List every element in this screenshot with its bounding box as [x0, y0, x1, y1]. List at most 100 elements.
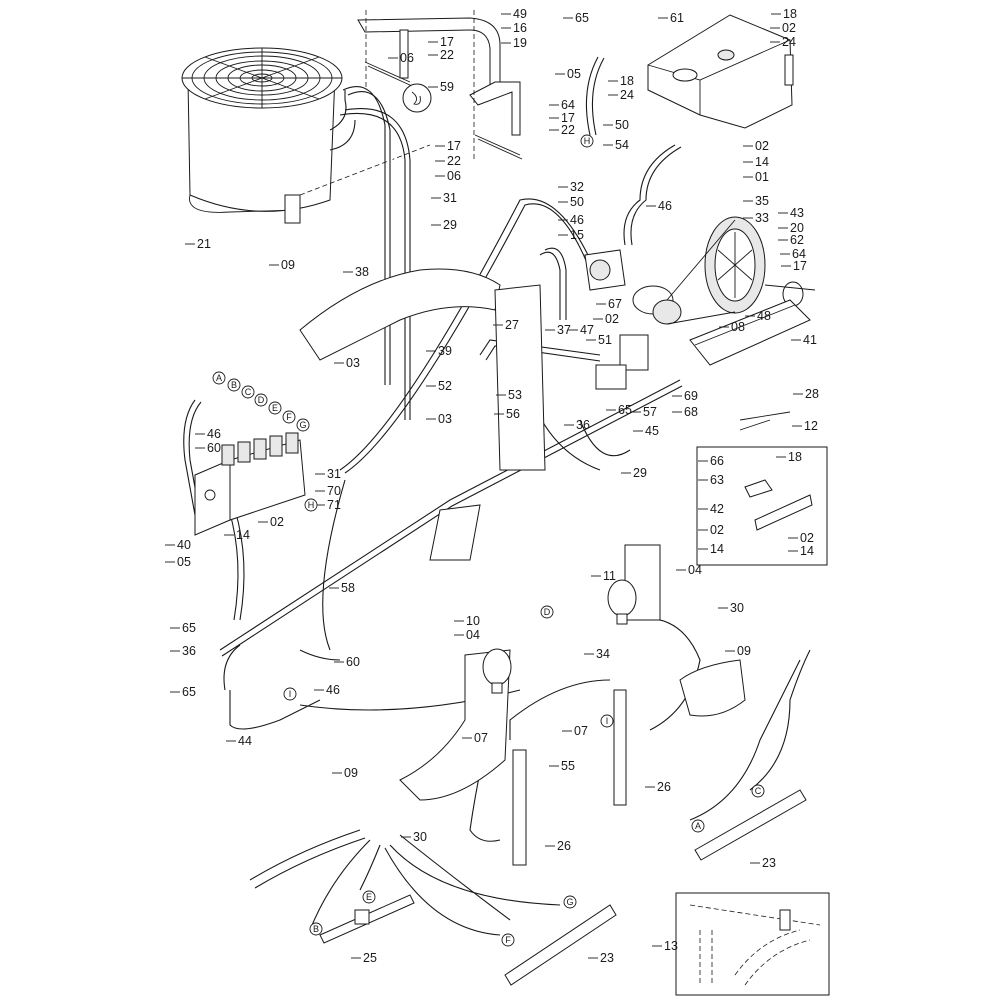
callout-61: 61 [670, 11, 684, 25]
marker-circle [600, 714, 614, 728]
callout-09: 09 [281, 258, 295, 272]
connection-marker-e: E [268, 401, 282, 415]
callout-60: 60 [207, 441, 221, 455]
connection-marker-f: F [501, 933, 515, 947]
connection-marker-h: H [304, 498, 318, 512]
callout-65: 65 [575, 11, 589, 25]
callout-24: 24 [782, 35, 796, 49]
callout-02: 02 [270, 515, 284, 529]
marker-letter: E [366, 892, 372, 902]
callout-49: 49 [513, 7, 527, 21]
callout-10: 10 [466, 614, 480, 628]
callout-41: 41 [803, 333, 817, 347]
callout-54: 54 [615, 138, 629, 152]
inset-detail-box-13 [675, 892, 830, 996]
callout-05: 05 [567, 67, 581, 81]
marker-circle [227, 378, 241, 392]
callout-36: 36 [182, 644, 196, 658]
marker-circle [540, 605, 554, 619]
cylinders [319, 689, 807, 986]
callout-66: 66 [710, 454, 724, 468]
callout-07: 07 [474, 731, 488, 745]
callout-01: 01 [755, 170, 769, 184]
marker-letter: B [313, 924, 319, 934]
marker-letter: C [245, 387, 252, 397]
marker-letter: H [308, 500, 315, 510]
callout-04: 04 [688, 563, 702, 577]
callout-59: 59 [440, 80, 454, 94]
marker-circle [501, 933, 515, 947]
callout-64: 64 [792, 247, 806, 261]
connection-marker-i: I [283, 687, 297, 701]
marker-letter: D [544, 607, 551, 617]
callout-05: 05 [177, 555, 191, 569]
callout-09: 09 [344, 766, 358, 780]
callout-18: 18 [788, 450, 802, 464]
callout-58: 58 [341, 581, 355, 595]
callout-25: 25 [363, 951, 377, 965]
callout-33: 33 [755, 211, 769, 225]
callout-27: 27 [505, 318, 519, 332]
callout-02: 02 [710, 523, 724, 537]
callout-70: 70 [327, 484, 341, 498]
callout-26: 26 [557, 839, 571, 853]
callout-21: 21 [197, 237, 211, 251]
callout-47: 47 [580, 323, 594, 337]
callout-35: 35 [755, 194, 769, 208]
roll-bar-frame [357, 10, 523, 160]
connection-marker-a: A [691, 819, 705, 833]
marker-letter: H [584, 136, 591, 146]
connection-marker-d: D [540, 605, 554, 619]
connection-marker-b: B [309, 922, 323, 936]
callout-22: 22 [561, 123, 575, 137]
marker-letter: F [286, 412, 292, 422]
callout-14: 14 [755, 155, 769, 169]
callout-45: 45 [645, 424, 659, 438]
callout-17: 17 [447, 139, 461, 153]
callout-24: 24 [620, 88, 634, 102]
callout-20: 20 [790, 221, 804, 235]
marker-circle [283, 687, 297, 701]
callout-38: 38 [355, 265, 369, 279]
callout-40: 40 [177, 538, 191, 552]
marker-circle [268, 401, 282, 415]
pump-pulley-assembly [584, 216, 816, 421]
zip-tie [739, 419, 771, 431]
hoses [183, 56, 811, 936]
callout-34: 34 [596, 647, 610, 661]
callout-53: 53 [508, 388, 522, 402]
marker-letter: I [606, 716, 609, 726]
callout-09: 09 [737, 644, 751, 658]
callout-14: 14 [236, 528, 250, 542]
marker-letter: G [566, 897, 573, 907]
callout-28: 28 [805, 387, 819, 401]
connection-marker-g: G [296, 418, 310, 432]
marker-letter: E [272, 403, 278, 413]
marker-circle [580, 134, 594, 148]
callout-37: 37 [557, 323, 571, 337]
hose-sleeves [299, 268, 746, 801]
callout-15: 15 [570, 228, 584, 242]
marker-letter: D [258, 395, 265, 405]
connection-marker-g: G [563, 895, 577, 909]
control-valve-block [194, 432, 306, 536]
callout-14: 14 [800, 544, 814, 558]
connection-marker-i: I [600, 714, 614, 728]
callout-52: 52 [438, 379, 452, 393]
callout-57: 57 [643, 405, 657, 419]
callout-46: 46 [207, 427, 221, 441]
callout-44: 44 [238, 734, 252, 748]
hydraulic-tank [647, 14, 794, 129]
callout-29: 29 [443, 218, 457, 232]
callout-48: 48 [757, 309, 771, 323]
marker-circle [212, 371, 226, 385]
connection-marker-c: C [751, 784, 765, 798]
marker-circle [304, 498, 318, 512]
connection-marker-h: H [580, 134, 594, 148]
marker-circle [309, 922, 323, 936]
callout-50: 50 [615, 118, 629, 132]
callout-02: 02 [782, 21, 796, 35]
connection-marker-d: D [254, 393, 268, 407]
marker-circle [296, 418, 310, 432]
